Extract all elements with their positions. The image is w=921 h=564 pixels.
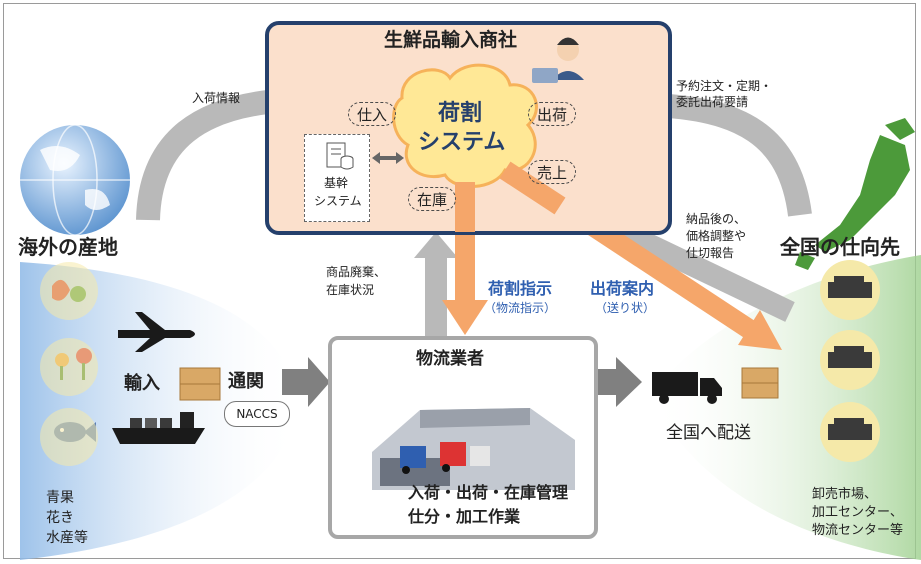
- destination-line-1: 卸売市場、: [812, 487, 878, 502]
- product-line-3: 水産等: [46, 530, 88, 546]
- order-request-arrow: [649, 93, 812, 217]
- shipping-notice-label: 出荷案内: [590, 279, 655, 298]
- tag-sales: 売上: [528, 160, 576, 184]
- airplane-icon: [118, 312, 195, 352]
- product-line-1: 青果: [46, 490, 74, 506]
- destination-line-2: 加工センター、: [812, 505, 903, 520]
- tag-purchase: 仕入: [348, 102, 396, 126]
- market-building-icon-1: [828, 276, 872, 298]
- after-delivery-line-3: 仕切報告: [686, 246, 735, 260]
- split-instruction-label: 荷割指示: [488, 279, 553, 298]
- status-up-arrow: [425, 255, 447, 339]
- product-line-2: 花き: [46, 510, 74, 526]
- tag-shipping: 出荷: [528, 102, 576, 126]
- disposal-line-1: 商品廃棄、: [326, 265, 387, 279]
- customs-label: 通関: [228, 371, 264, 392]
- dispatch-arrow: [616, 357, 642, 407]
- market-building-icon-3: [828, 418, 872, 440]
- after-delivery-line-1: 納品後の、: [686, 212, 747, 226]
- destination-line-3: 物流センター等: [812, 523, 904, 538]
- ship-icon: [112, 412, 205, 444]
- truck-icon: [652, 372, 722, 404]
- core-system-line2: システム: [314, 194, 362, 208]
- request-line-2: 委託出荷要請: [676, 95, 749, 109]
- produce-circle-flowers: [40, 338, 98, 396]
- import-fan: [20, 262, 300, 560]
- japan-map-icon: [795, 118, 915, 270]
- core-system-box: 基幹 システム: [304, 134, 370, 222]
- globe-icon: [20, 124, 130, 236]
- delivery-cargo-icon: [741, 367, 779, 399]
- double-arrow-icon: [372, 152, 404, 164]
- logistics-line-1: 入荷・出荷・在庫管理: [408, 483, 569, 502]
- destination-title: 全国の仕向先: [780, 235, 900, 259]
- logistics-line-2: 仕分・加工作業: [408, 507, 521, 526]
- logistics-title: 物流業者: [416, 349, 484, 369]
- arrival-info-label: 入荷情報: [192, 91, 241, 105]
- origin-title: 海外の産地: [18, 235, 118, 259]
- import-cargo-icon: [179, 367, 221, 401]
- disposal-line-2: 在庫状況: [326, 283, 375, 297]
- arrival-info-arrow: [136, 88, 291, 221]
- request-line-1: 予約注文・定期・: [676, 79, 773, 93]
- produce-circle-vegetables: [40, 262, 98, 320]
- system-title-line2: システム: [418, 130, 506, 155]
- core-system-line1: 基幹: [324, 176, 349, 190]
- customs-arrow: [308, 357, 330, 407]
- delivery-label: 全国へ配送: [666, 423, 751, 443]
- import-label: 輸入: [124, 373, 160, 394]
- split-instruction-sub: （物流指示）: [484, 301, 557, 315]
- shipping-notice-sub: （送り状）: [595, 301, 656, 315]
- company-title: 生鮮品輸入商社: [384, 29, 518, 51]
- database-icon: [326, 142, 354, 170]
- system-title-line1: 荷割: [438, 101, 483, 126]
- after-delivery-line-2: 価格調整や: [686, 229, 747, 243]
- produce-circle-fish: [40, 408, 98, 466]
- naccs-badge: NACCS: [224, 401, 290, 427]
- market-building-icon-2: [828, 346, 872, 368]
- tag-inventory: 在庫: [408, 187, 456, 211]
